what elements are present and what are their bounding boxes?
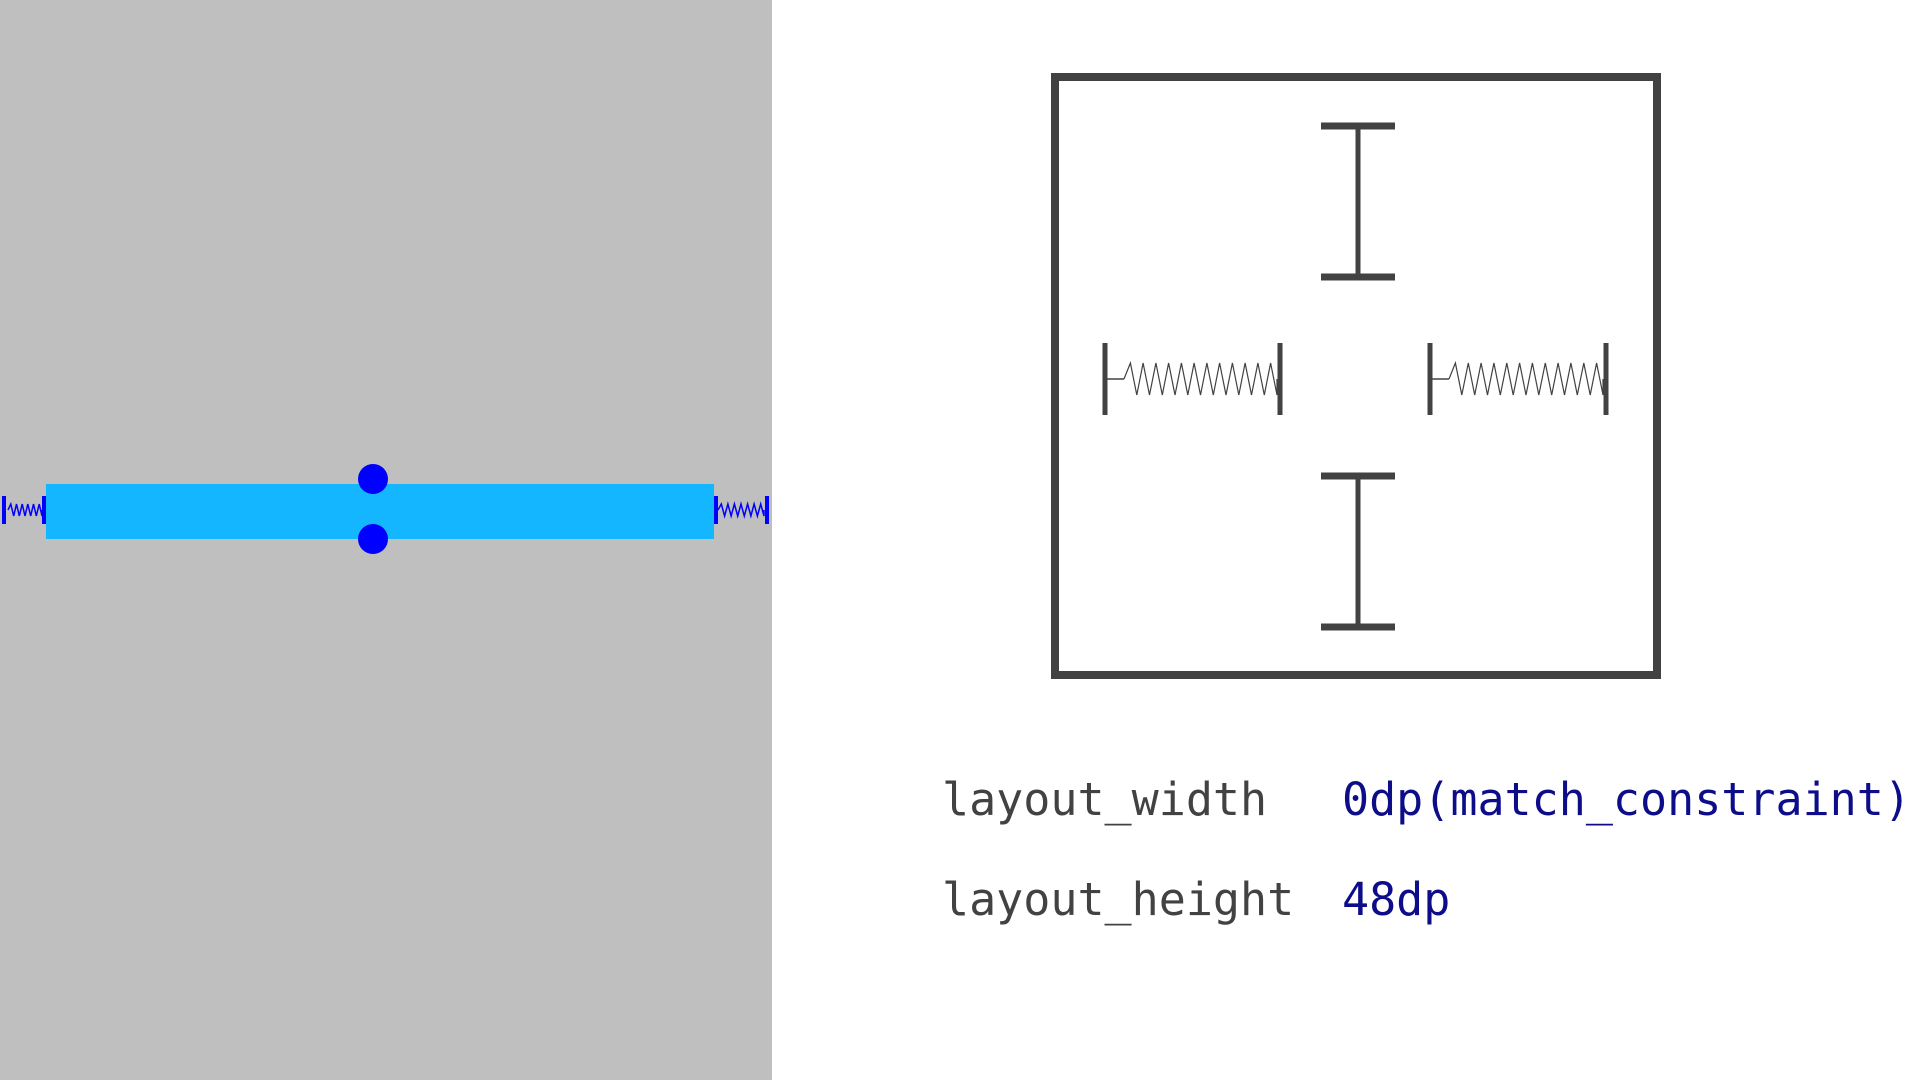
attribute-value[interactable]: 48dp [1342, 873, 1451, 926]
view-box-outline [1051, 73, 1661, 679]
canvas-drawing [2, 464, 769, 554]
attribute-row-layout-width[interactable]: layout_width 0dp(match_constraint) [942, 772, 1911, 828]
attribute-name: layout_height [942, 873, 1295, 926]
start-spring-icon[interactable] [1102, 343, 1283, 415]
attribute-row-layout-height[interactable]: layout_height 48dp [942, 872, 1450, 928]
start-constraint-spring [7, 501, 43, 517]
attribute-value[interactable]: 0dp(match_constraint) [1342, 773, 1911, 826]
end-spring-icon[interactable] [1427, 343, 1609, 415]
end-constraint-spring [717, 501, 765, 519]
end-constraint[interactable] [714, 496, 769, 524]
attribute-name: layout_width [942, 773, 1268, 826]
design-canvas[interactable] [0, 0, 772, 1080]
top-margin-icon[interactable] [1321, 122, 1395, 281]
bottom-anchor-handle[interactable] [358, 524, 388, 554]
start-constraint[interactable] [2, 496, 46, 524]
constraint-widget [1051, 73, 1661, 679]
attributes-inspector: layout_width 0dp(match_constraint) layout… [772, 0, 1920, 1080]
top-anchor-handle[interactable] [358, 464, 388, 494]
bottom-margin-icon[interactable] [1321, 472, 1395, 631]
